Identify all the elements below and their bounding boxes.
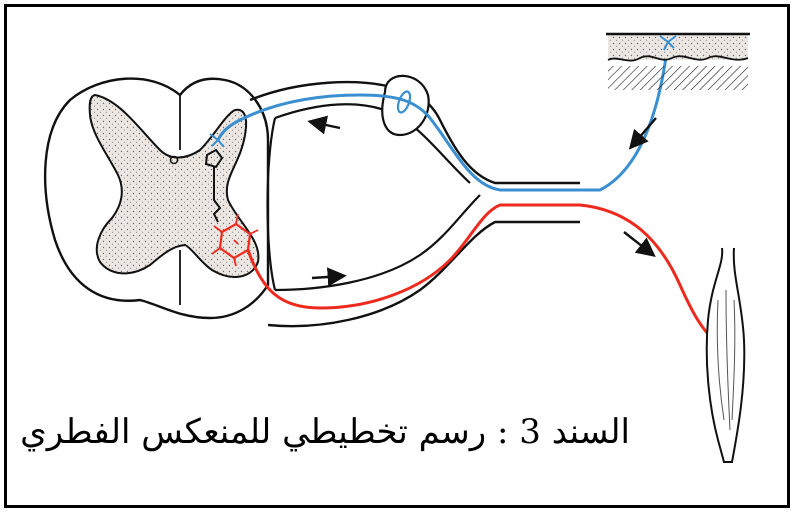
figure-caption: السند 3 : رسم تخطيطي للمنعكس الفطري	[130, 408, 630, 456]
spinal-ganglion	[382, 76, 428, 135]
arrow-left-icon	[312, 122, 340, 128]
sensory-neuron-axon	[218, 42, 668, 190]
muscle	[707, 248, 745, 462]
motor-neuron-axon	[248, 205, 716, 342]
ventral-root-outline-outer	[268, 222, 580, 326]
arrow-right-icon	[312, 276, 342, 278]
skin-hatched-layer	[608, 66, 748, 90]
dorsal-root-outline-inner	[275, 104, 470, 183]
ventral-root-outline-inner	[275, 195, 480, 290]
